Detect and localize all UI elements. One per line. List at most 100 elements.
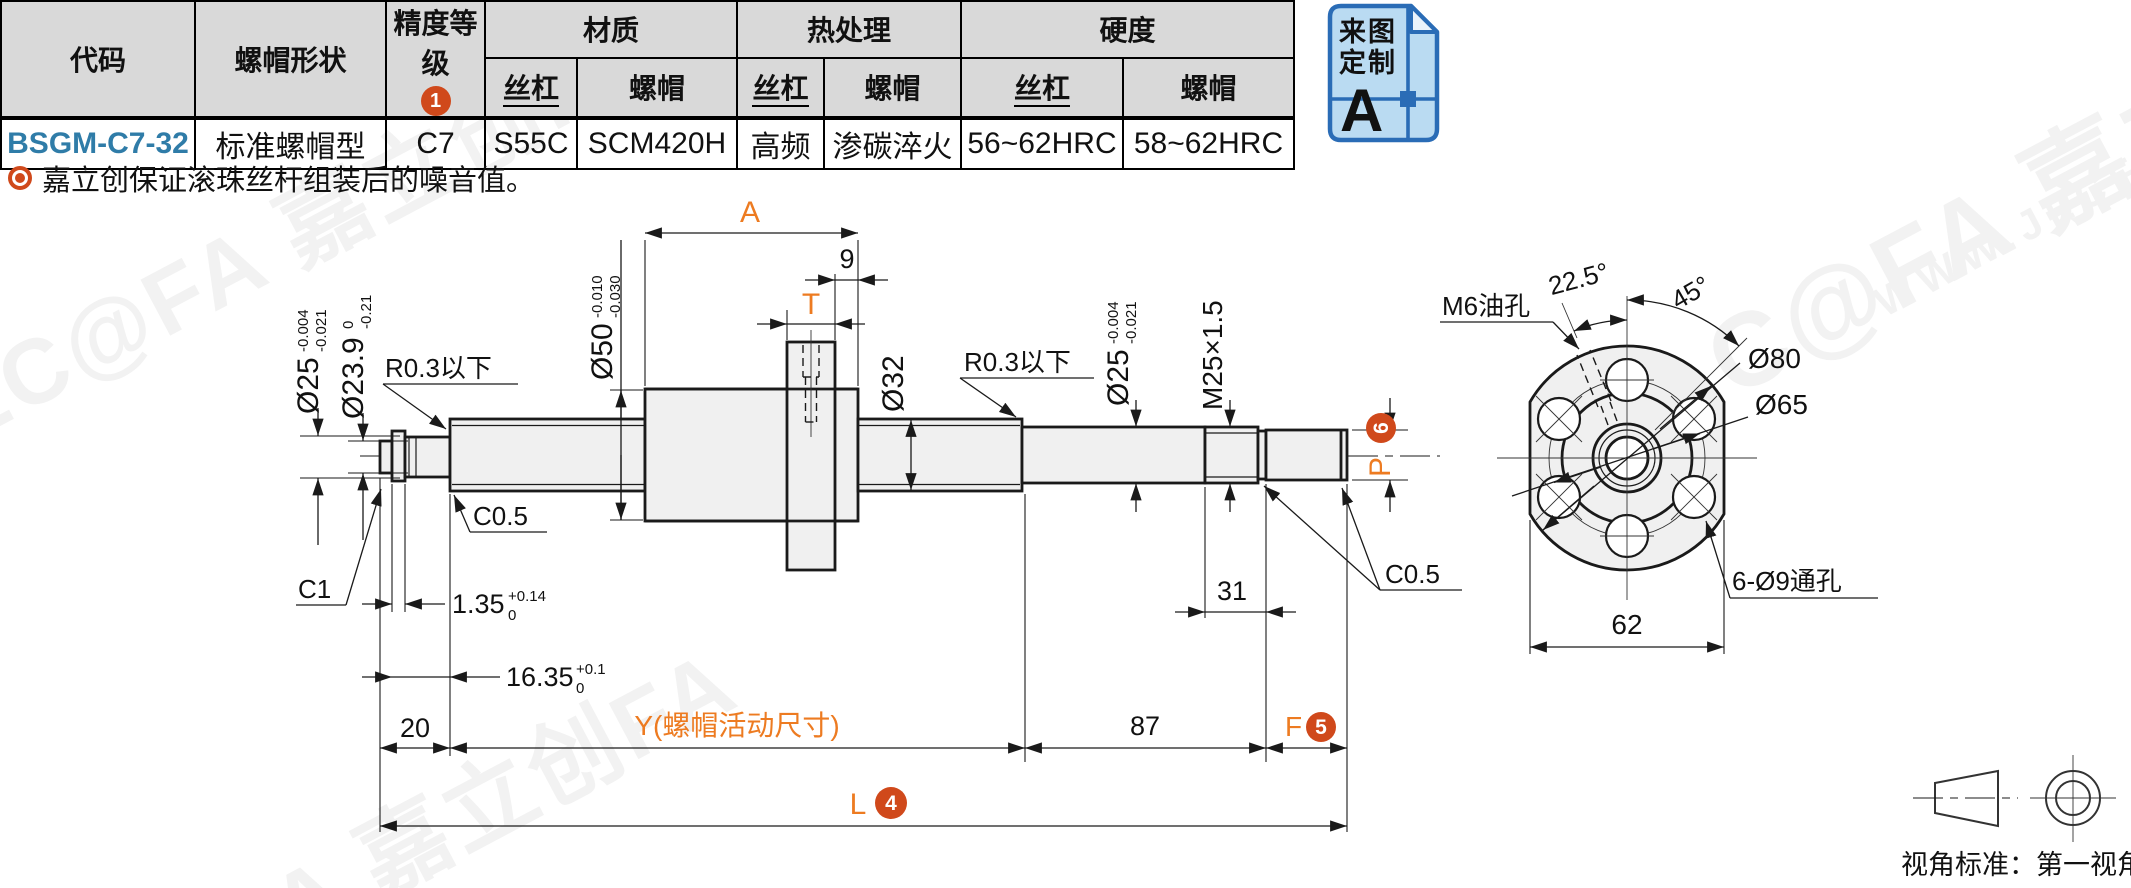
custom-drawing-badge[interactable]: 来图 定制 A	[1327, 3, 1440, 143]
svg-text:Ø50: Ø50	[586, 323, 619, 380]
col-header-hardness: 硬度	[960, 0, 1295, 59]
label-r03-right: R0.3以下	[964, 347, 1071, 377]
col-header-precision: 精度等级 1	[385, 0, 486, 120]
svg-text:0: 0	[340, 321, 357, 329]
svg-text:Ø32: Ø32	[877, 355, 910, 412]
note-text: 嘉立创保证滚珠丝杆组装后的噪音值。	[42, 165, 536, 197]
dim-d239: Ø23.9 0 -0.21	[337, 295, 375, 419]
badge-text-line2: 定制	[1339, 47, 1397, 78]
heat-nut-value: 渗碳淬火	[823, 117, 962, 170]
dim-d50: Ø50 -0.010 -0.030	[586, 275, 624, 380]
note-badge-6-num: 6	[1370, 422, 1393, 434]
left-stub	[378, 439, 394, 475]
col-header-shape: 螺帽形状	[194, 0, 387, 120]
heat-screw-value: 高频	[736, 117, 825, 170]
cone-icon	[1934, 769, 1999, 828]
dim-m25: M25×1.5	[1197, 300, 1228, 410]
col-header-heat: 热处理	[736, 0, 962, 59]
dim-31: 31	[1217, 576, 1247, 606]
ball-screw-side-view	[360, 330, 1440, 572]
dim-d80: Ø80	[1748, 343, 1801, 374]
label-c05-right: C0.5	[1385, 559, 1440, 589]
svg-text:Ø23.9: Ø23.9	[337, 337, 370, 419]
subheader-heat-nut: 螺帽	[823, 56, 962, 121]
svg-text:-0.004: -0.004	[1105, 301, 1122, 344]
subheader-material-screw[interactable]: 丝杠	[484, 56, 578, 121]
m25-thread	[1203, 425, 1260, 485]
svg-text:P: P	[1364, 457, 1397, 477]
label-bolt-holes: 6-Ø9通孔	[1732, 566, 1842, 596]
svg-text:-0.021: -0.021	[313, 309, 330, 352]
label-r03-left: R0.3以下	[385, 353, 492, 383]
badge-letter: A	[1340, 77, 1383, 143]
svg-text:Ø25: Ø25	[292, 357, 325, 414]
screw-shaft-right	[856, 417, 1024, 493]
dim-45deg: 45°	[1666, 270, 1715, 316]
svg-text:-0.21: -0.21	[358, 295, 375, 329]
hardness-nut-value: 58~62HRC	[1122, 117, 1295, 170]
nut-shape-value: 标准螺帽型	[194, 117, 387, 170]
hardness-screw-value: 56~62HRC	[960, 117, 1124, 170]
note-badge-5	[1306, 712, 1336, 742]
dim-20: 20	[400, 713, 430, 743]
dimensions: A 9 T Ø50 -0.010 -0.030	[292, 196, 1462, 832]
precision-value: C7	[385, 117, 486, 170]
precision-label: 精度等级	[393, 8, 478, 79]
left-journal	[403, 435, 452, 479]
label-c1: C1	[298, 574, 331, 604]
bullet-target-icon	[8, 166, 32, 190]
dim-135-sub: 0	[508, 607, 516, 624]
right-journal	[1020, 425, 1207, 485]
dim-Y: Y(螺帽活动尺寸)	[634, 710, 839, 741]
dim-T: T	[802, 288, 820, 321]
part-code[interactable]: BSGM-C7-32	[0, 117, 196, 170]
svg-text:M25×1.5: M25×1.5	[1197, 300, 1228, 410]
dim-d32: Ø32	[877, 355, 910, 412]
svg-text:-0.010: -0.010	[589, 275, 606, 318]
dim-9: 9	[839, 244, 854, 274]
note-badge-4	[875, 787, 907, 819]
folded-corner-icon	[1409, 4, 1439, 34]
dim-d25-right: Ø25 -0.004 -0.021	[1102, 301, 1140, 406]
dim-1635-sup: +0.1	[576, 661, 606, 678]
guarantee-note: 嘉立创保证滚珠丝杆组装后的噪音值。	[8, 157, 535, 199]
subheader-heat-screw[interactable]: 丝杠	[736, 56, 825, 121]
label-c05-left: C0.5	[473, 501, 528, 531]
screw-link[interactable]: 丝杠	[752, 73, 809, 108]
svg-text:-0.004: -0.004	[295, 309, 312, 352]
material-screw-value: S55C	[484, 117, 578, 170]
note-badge-1: 1	[420, 86, 451, 116]
spec-table: 代码 螺帽形状 精度等级 1 材质 热处理 硬度 丝杠 螺帽 丝杠 螺帽 丝杠 螺…	[0, 0, 1295, 170]
note-badge-5-num: 5	[1315, 716, 1327, 739]
dim-1635-sub: 0	[576, 680, 584, 697]
label-m6-oilhole: M6油孔	[1442, 291, 1530, 321]
projection-symbol: 视角标准：第一视角	[1901, 755, 2131, 880]
dim-135: 1.35	[452, 589, 505, 619]
material-nut-value: SCM420H	[576, 117, 738, 170]
badge-text-line1: 来图	[1339, 17, 1397, 47]
svg-text:-0.021: -0.021	[1123, 301, 1140, 344]
subheader-hardness-screw[interactable]: 丝杠	[960, 56, 1124, 121]
projection-caption: 视角标准：第一视角	[1901, 850, 2131, 880]
col-header-code: 代码	[0, 0, 196, 120]
dim-d25-left: Ø25 -0.004 -0.021	[292, 309, 330, 414]
dim-62: 62	[1611, 609, 1642, 640]
dim-d65: Ø65	[1755, 389, 1808, 420]
screw-link[interactable]: 丝杠	[1013, 73, 1070, 108]
screw-shaft-left	[448, 417, 647, 493]
dim-135-sup: +0.14	[508, 588, 546, 605]
dim-P: P	[1364, 457, 1397, 477]
end-journal	[1264, 428, 1349, 482]
svg-text:Ø25: Ø25	[1102, 349, 1135, 406]
subheader-material-nut: 螺帽	[576, 56, 738, 121]
dim-1635: 16.35	[506, 662, 574, 692]
svg-text:-0.030: -0.030	[607, 275, 624, 318]
col-header-material: 材质	[484, 0, 738, 59]
dim-L: L	[850, 788, 867, 821]
subheader-hardness-nut: 螺帽	[1122, 56, 1295, 121]
screw-link[interactable]: 丝杠	[502, 73, 559, 108]
flange-end-view: 22.5° 45° M6油孔 Ø80 Ø65 6-Ø9通孔 62	[1440, 256, 1878, 654]
dim-87: 87	[1130, 711, 1160, 741]
